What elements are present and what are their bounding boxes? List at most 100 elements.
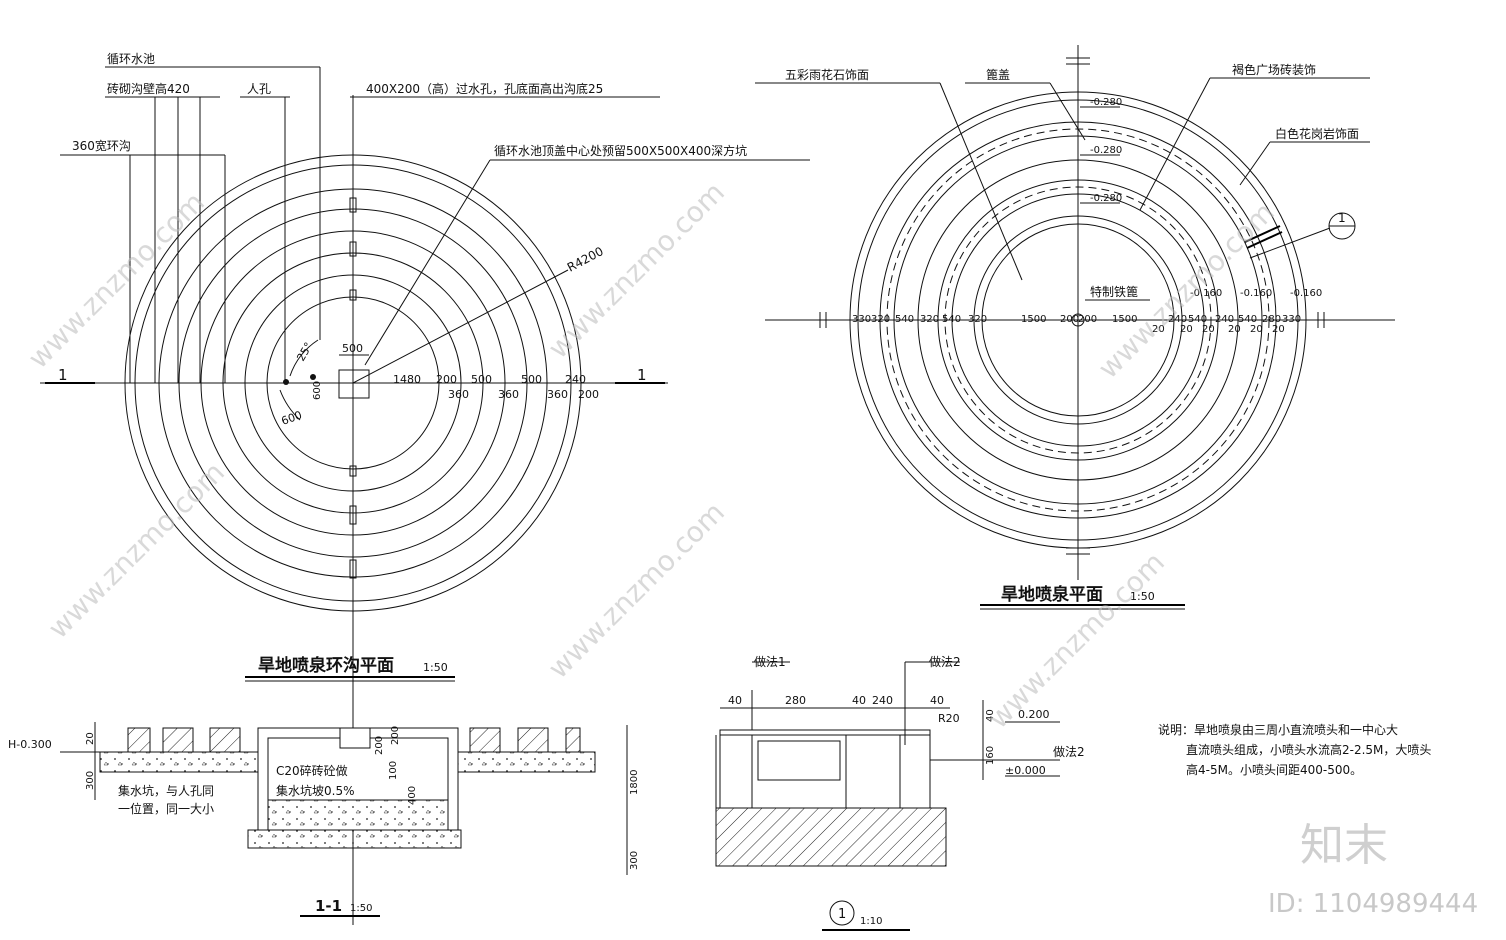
detail-trench [751, 734, 847, 809]
dim-1480: 1480 [393, 373, 421, 386]
dim-200: 200 [436, 373, 457, 386]
svg-text:540: 540 [895, 314, 914, 325]
watermark-site: www.znzmo.com [42, 456, 231, 645]
detail-title: 1 [838, 907, 846, 922]
detail-title-circle [829, 900, 855, 926]
method1-label: 做法1 [754, 654, 786, 669]
dim-240: 240 [565, 373, 586, 386]
detail-base [715, 807, 947, 867]
section-concrete: C20碎砖砼做 [276, 763, 348, 778]
leader-granite: 白色花岗岩饰面 [1275, 126, 1359, 141]
det-dim-240: 240 [872, 694, 893, 707]
section-title: 1-1 [315, 897, 342, 915]
det-dim-40a: 40 [728, 694, 742, 707]
left-plan-scale: 1:50 [423, 661, 448, 674]
section-label-left: 1 [58, 366, 68, 384]
right-plan-title: 旱地喷泉平面 [1001, 584, 1103, 605]
leader-lines [60, 66, 810, 383]
leader-pit: 循环水池顶盖中心处预留500X500X400深方坑 [494, 143, 747, 158]
watermark-id: ID: 1104989444 [1268, 889, 1478, 919]
elev-h3: -0.160 [1290, 288, 1322, 299]
note-line-2: 直流喷头组成，小喷头水流高2-2.5M，大喷头 [1186, 742, 1431, 757]
watermark-logo: 知末 [1300, 820, 1388, 871]
det-elev-zero: ±0.000 [1005, 764, 1046, 777]
svg-text:20: 20 [1202, 324, 1215, 335]
dim-360a: 360 [448, 388, 469, 401]
det-h160: 160 [985, 746, 996, 765]
sec-dim-200a: 200 [390, 726, 401, 745]
det-dim-40b: 40 [852, 694, 866, 707]
svg-text:540: 540 [1188, 314, 1207, 325]
dim-360c: 360 [547, 388, 568, 401]
leader-manhole: 人孔 [247, 82, 271, 96]
det-elev-top: 0.200 [1018, 708, 1050, 721]
svg-text:320: 320 [871, 314, 890, 325]
dim-360b: 360 [498, 388, 519, 401]
svg-text:320: 320 [968, 314, 987, 325]
det-dim-40c: 40 [930, 694, 944, 707]
radius-label: R4200 [565, 244, 606, 275]
sec-dim-100: 100 [388, 761, 399, 780]
elev-v2: -0.280 [1090, 145, 1122, 156]
dim-500b: 500 [521, 373, 542, 386]
leader-grate: 特制铁篦 [1090, 284, 1138, 299]
manhole-arc [289, 339, 319, 377]
svg-text:540: 540 [942, 314, 961, 325]
elev-v3: -0.280 [1090, 193, 1122, 204]
svg-text:330: 330 [1282, 314, 1301, 325]
left-plan-title: 旱地喷泉环沟平面 [258, 655, 394, 676]
pit-note-2: 一位置，同一大小 [118, 801, 214, 816]
right-dims-right: 240 540 240 540 280 330 20 20 20 20 20 2… [1152, 314, 1301, 335]
leader-wall: 砖砌沟壁高420 [107, 81, 190, 96]
axis-holes [349, 197, 357, 579]
detail-scale: 1:10 [860, 916, 882, 927]
note-line-3: 高4-5M。小喷头间距400-500。 [1186, 762, 1362, 777]
method2-label: 做法2 [929, 654, 961, 669]
section-slope: 集水坑坡0.5% [276, 783, 355, 798]
leader-brick: 褐色广场砖装饰 [1232, 62, 1316, 77]
svg-text:200: 200 [1078, 314, 1097, 325]
right-plan: 1 五彩雨花石饰面 篦盖 褐色广场砖装饰 白色花岗岩饰面 特制铁篦 -0.280… [755, 45, 1395, 610]
dim-200b: 200 [578, 388, 599, 401]
svg-text:20: 20 [1272, 324, 1285, 335]
sec-dim-300b: 300 [629, 851, 640, 870]
radius-line [352, 269, 569, 384]
sec-dim-1800: 1800 [629, 770, 640, 795]
svg-text:20: 20 [1180, 324, 1193, 335]
leader-pool: 循环水池 [107, 52, 155, 66]
svg-text:20: 20 [1250, 324, 1263, 335]
detail-1: 40 280 40 240 40 做法1 做法2 做法2 R20 40 160 … [715, 654, 1085, 931]
det-r20: R20 [938, 712, 960, 725]
section-scale: 1:50 [350, 903, 372, 914]
svg-text:330: 330 [852, 314, 871, 325]
elev-h2: -0.160 [1240, 288, 1272, 299]
svg-text:20: 20 [1228, 324, 1241, 335]
svg-text:280: 280 [1262, 314, 1281, 325]
elev-h1: -0.160 [1190, 288, 1222, 299]
watermark-site: www.znzmo.com [982, 546, 1171, 735]
dim-500: 500 [342, 342, 363, 355]
pit-note-1: 集水坑，与人孔同 [118, 783, 214, 798]
right-plan-scale: 1:50 [1130, 590, 1155, 603]
leader-cover: 篦盖 [986, 67, 1010, 82]
sec-dim-20: 20 [85, 732, 96, 745]
svg-text:240: 240 [1168, 314, 1187, 325]
detail-callout-no: 1 [1338, 211, 1346, 225]
svg-text:320: 320 [920, 314, 939, 325]
dim-500a: 500 [471, 373, 492, 386]
svg-text:1500: 1500 [1021, 314, 1046, 325]
notes: 说明：旱地喷泉由三周小直流喷头和一中心大 直流喷头组成，小喷头水流高2-2.5M… [1158, 722, 1431, 777]
svg-text:540: 540 [1238, 314, 1257, 325]
leader-trench: 360宽环沟 [72, 138, 131, 153]
section-label-right: 1 [637, 366, 647, 384]
svg-text:1500: 1500 [1112, 314, 1137, 325]
dim-600a: 600 [312, 381, 323, 400]
svg-text:200: 200 [1060, 314, 1079, 325]
sec-dim-300: 300 [85, 771, 96, 790]
leader-hole: 400X200（高）过水孔，孔底面高出沟底25 [366, 81, 603, 96]
method2b-label: 做法2 [1053, 744, 1085, 759]
section-1-1: H-0.300 C20碎砖砼做 集水坑坡0.5% 集水坑，与人孔同 一位置，同一… [8, 722, 640, 917]
det-dim-280: 280 [785, 694, 806, 707]
elev-v1: -0.280 [1090, 97, 1122, 108]
